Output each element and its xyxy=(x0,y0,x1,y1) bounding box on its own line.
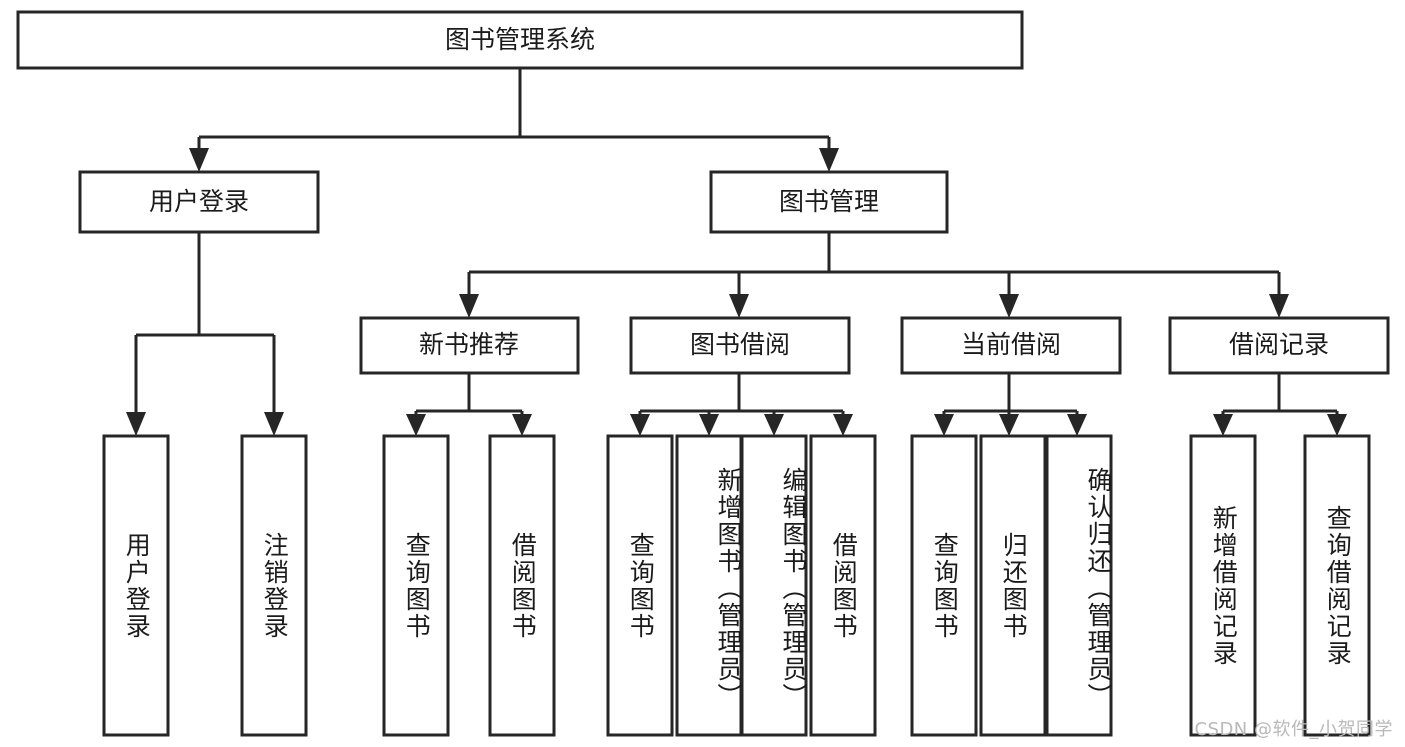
node-root[interactable]: 图书管理系统 xyxy=(16,10,1024,70)
node-book-manage-box[interactable] xyxy=(709,170,949,234)
leaf-box-user-login[interactable] xyxy=(102,434,170,737)
node-current-borrow-label: 当前借阅 xyxy=(961,330,1061,359)
leaf-box-borrow-book-2[interactable] xyxy=(809,434,877,737)
leaf-box-logout[interactable] xyxy=(240,434,308,737)
node-user-login[interactable]: 用户登录 xyxy=(78,170,320,234)
node-book-borrow[interactable]: 图书借阅 xyxy=(629,316,851,375)
leaf-box-query-book-1[interactable] xyxy=(382,434,450,737)
arrow-bm-to-current-borrow xyxy=(999,294,1019,318)
node-borrow-record[interactable]: 借阅记录 xyxy=(1168,316,1390,375)
leaf-box-query-book-2[interactable] xyxy=(606,434,674,737)
arrow-bb-leaf2 xyxy=(699,414,719,436)
node-borrow-record-box[interactable] xyxy=(1168,316,1390,375)
connector-group-book-borrow xyxy=(630,373,853,436)
arrow-bm-to-borrow-record xyxy=(1269,294,1289,318)
node-book-borrow-label: 图书借阅 xyxy=(690,330,790,359)
leaf-boxes-new-book-rec xyxy=(382,434,556,737)
arrow-br-leaf1 xyxy=(1213,414,1233,436)
connector-group-current-borrow xyxy=(934,373,1087,436)
node-user-login-label: 用户登录 xyxy=(149,187,249,216)
leaf-box-borrow-book-1[interactable] xyxy=(488,434,556,737)
arrow-nbr-leaf2 xyxy=(512,414,532,436)
leaf-box-return-book[interactable] xyxy=(979,434,1047,737)
arrow-br-leaf2 xyxy=(1327,414,1347,436)
node-current-borrow[interactable]: 当前借阅 xyxy=(900,316,1122,375)
node-new-book-rec[interactable]: 新书推荐 xyxy=(359,316,580,375)
leaf-box-add-record[interactable] xyxy=(1189,434,1257,737)
leaf-boxes-borrow-record xyxy=(1189,434,1371,737)
node-new-book-rec-label: 新书推荐 xyxy=(419,330,519,359)
arrow-ul-leaf1 xyxy=(126,412,146,436)
arrow-bm-to-new-book-rec xyxy=(459,294,479,318)
node-root-box[interactable] xyxy=(16,10,1024,70)
arrow-root-to-book-manage xyxy=(819,148,839,172)
node-book-manage-label: 图书管理 xyxy=(779,187,879,216)
node-borrow-record-label: 借阅记录 xyxy=(1229,330,1329,359)
arrow-cb-leaf1 xyxy=(934,414,954,436)
node-current-borrow-box[interactable] xyxy=(900,316,1122,375)
leaf-box-confirm-return[interactable] xyxy=(1045,434,1113,737)
leaf-box-add-book[interactable] xyxy=(675,434,743,737)
arrow-bb-leaf3 xyxy=(764,414,784,436)
node-root-label: 图书管理系统 xyxy=(445,25,595,54)
connector-group-borrow-record xyxy=(1213,373,1347,436)
arrow-ul-leaf2 xyxy=(264,412,284,436)
arrow-bb-leaf1 xyxy=(630,414,650,436)
arrow-bm-to-book-borrow xyxy=(729,294,749,318)
arrow-root-to-user-login xyxy=(189,148,209,172)
arrow-bb-leaf4 xyxy=(833,414,853,436)
connector-group-root xyxy=(189,68,839,172)
connector-group-user-login xyxy=(126,232,284,436)
node-new-book-rec-box[interactable] xyxy=(359,316,580,375)
connector-group-new-book-rec xyxy=(406,373,532,436)
node-book-borrow-box[interactable] xyxy=(629,316,851,375)
node-book-manage[interactable]: 图书管理 xyxy=(709,170,949,234)
leaf-boxes-user-login xyxy=(102,434,308,737)
arrow-cb-leaf2 xyxy=(999,414,1019,436)
leaf-boxes-current-borrow xyxy=(910,434,1113,737)
arrow-nbr-leaf1 xyxy=(406,414,426,436)
leaf-box-query-book-3[interactable] xyxy=(910,434,978,737)
leaf-boxes-book-borrow xyxy=(606,434,877,737)
csdn-watermark: CSDN @软件_小贺同学 xyxy=(1194,719,1393,740)
leaf-box-edit-book[interactable] xyxy=(740,434,808,737)
node-user-login-box[interactable] xyxy=(78,170,320,234)
leaf-box-query-record[interactable] xyxy=(1303,434,1371,737)
connector-group-book-manage xyxy=(459,232,1289,318)
arrow-cb-leaf3 xyxy=(1067,414,1087,436)
